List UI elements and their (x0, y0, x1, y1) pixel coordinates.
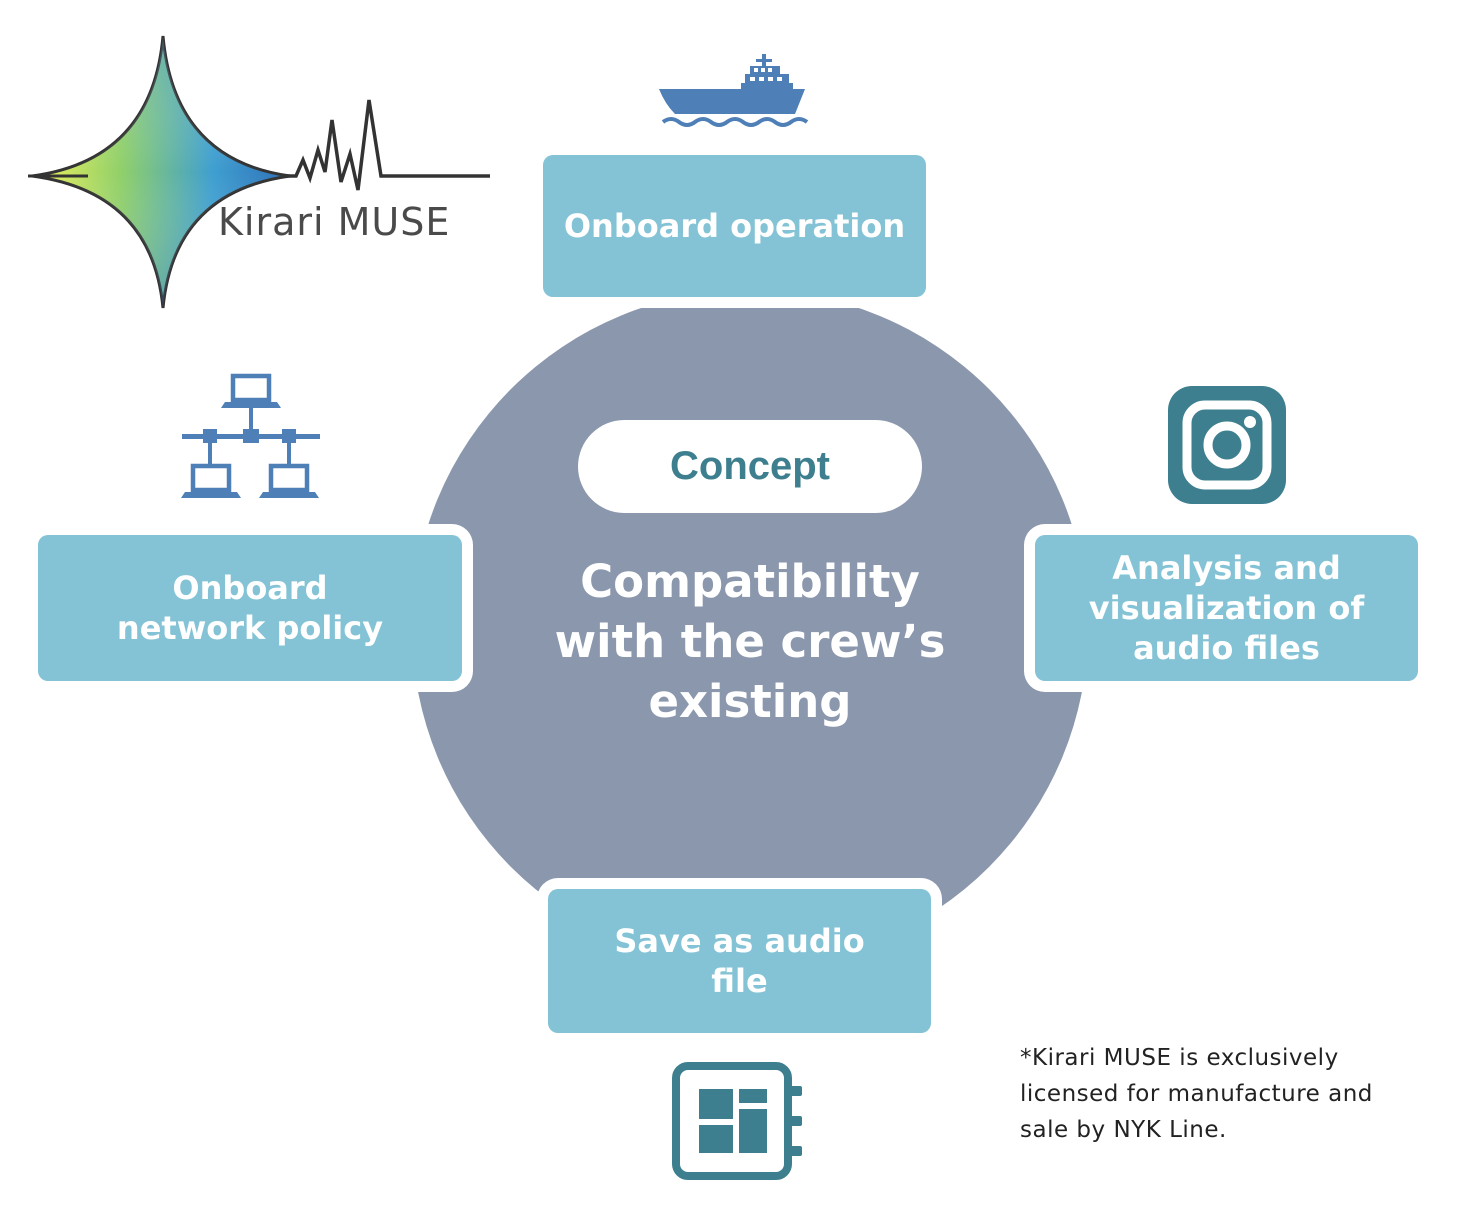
feature-label: Onboard network policy (99, 568, 401, 648)
feature-box-save-audio-file: Save as audio file (548, 889, 931, 1033)
feature-label: Onboard operation (563, 207, 906, 245)
feature-label-line: Save as audio (614, 922, 865, 960)
audio-file-icon (672, 1062, 802, 1180)
feature-label-line: network policy (116, 609, 384, 647)
ship-icon (659, 54, 809, 127)
concept-pill-label: Concept (670, 444, 830, 488)
concept-circle (412, 290, 1088, 966)
feature-box-onboard-operation: Onboard operation (543, 155, 926, 297)
feature-label-line: audio files (1133, 629, 1320, 667)
concept-line: with the crew’s (554, 615, 946, 668)
feature-label: Save as audio file (596, 921, 882, 1001)
footnote-line: licensed for manufacture and (1020, 1081, 1373, 1107)
footnote-line: sale by NYK Line. (1020, 1117, 1227, 1143)
footnote-line: *Kirari MUSE is exclusively (1020, 1045, 1339, 1071)
feature-label-line: file (711, 962, 768, 1000)
footnote: *Kirari MUSE is exclusively licensed for… (1020, 1040, 1440, 1148)
feature-label: Analysis and visualization of audio file… (1071, 548, 1382, 668)
feature-label-line: visualization of (1088, 589, 1365, 627)
kirari-muse-logo (28, 35, 490, 309)
feature-box-analysis-visualization: Analysis and visualization of audio file… (1035, 535, 1418, 681)
feature-label-line: Onboard (172, 569, 328, 607)
feature-label-line: Analysis and (1112, 549, 1341, 587)
camera-icon (1168, 386, 1286, 504)
concept-pill: Concept (578, 420, 922, 513)
network-icon (181, 373, 320, 498)
concept-line: existing (648, 675, 852, 728)
logo-text: Kirari MUSE (218, 200, 451, 244)
concept-line: Compatibility (580, 555, 920, 608)
concept-main-text: Compatibility with the crew’s existing (540, 552, 960, 732)
feature-box-network-policy: Onboard network policy (38, 535, 462, 681)
